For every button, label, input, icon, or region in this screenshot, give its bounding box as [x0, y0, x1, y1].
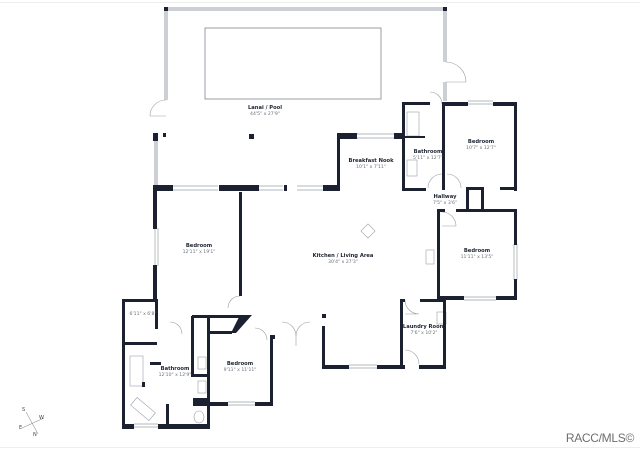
room-label-bedroom-e: Bedroom 11'11" x 13'5": [461, 248, 494, 261]
walls: [122, 7, 517, 429]
windows: [134, 100, 518, 428]
compass-s: S: [22, 407, 26, 413]
room-dimensions: 7'6" x 10'2": [410, 331, 438, 336]
room-dimensions: 5'11" x 12'7": [413, 156, 443, 161]
room-name: Breakfast Nook: [348, 158, 394, 164]
room-dimensions: 9'11" x 11'11": [223, 368, 257, 373]
room-label-hallway: Hallway 7'5" x 3'6": [433, 194, 457, 207]
room-dimensions: 12'10" x 12'9": [158, 373, 192, 378]
room-name: Laundry Room: [402, 324, 446, 330]
room-name: Bedroom: [467, 139, 495, 145]
room-name: Hallway: [433, 194, 457, 200]
room-label-bedroom-s: Bedroom 9'11" x 11'11": [224, 361, 257, 374]
compass-w: W: [39, 415, 44, 421]
room-dimensions: 10'7" x 12'7": [466, 146, 496, 151]
room-name: Bedroom: [226, 361, 254, 367]
room-label-bedroom-w: Bedroom 12'11" x 19'1": [183, 243, 216, 256]
door-swings: [149, 61, 467, 365]
room-label-kitchen-living: Kitchen / Living Area 30'4" x 27'3": [313, 253, 374, 266]
watermark: RACC/MLS©: [565, 431, 634, 445]
room-name: Bathroom: [413, 149, 443, 155]
room-label-bathroom-sw: Bathroom 12'10" x 12'9": [159, 366, 192, 379]
room-dimensions: 10'1" x 7'11": [356, 165, 386, 170]
room-label-bathroom-ne: Bathroom 5'11" x 12'7": [413, 149, 443, 162]
room-dimensions: 7'5" x 3'6": [432, 201, 458, 206]
room-name: Bedroom: [185, 243, 213, 249]
compass-e: E: [19, 425, 23, 431]
room-dimensions: 12'11" x 19'1": [182, 250, 216, 255]
room-name: Kitchen / Living Area: [312, 253, 374, 259]
room-name: Bathroom: [160, 366, 190, 372]
lanai-enclosure: [154, 7, 447, 186]
room-label-laundry: Laundry Room 7'6" x 10'2": [403, 324, 445, 337]
room-dimensions: 30'4" x 27'3": [328, 260, 358, 265]
room-dimensions: 11'11" x 13'5": [460, 255, 494, 260]
room-dimensions: 6'11" x 6'8": [129, 312, 157, 317]
top-border: [0, 2, 640, 3]
room-name: Bedroom: [463, 248, 491, 254]
bottom-border: [0, 447, 640, 448]
compass-n: N: [33, 432, 37, 438]
room-name: Lanai / Pool: [248, 105, 282, 111]
pool: [204, 27, 382, 100]
compass-icon: S W E N: [19, 407, 52, 440]
room-label-bedroom-ne: Bedroom 10'7" x 12'7": [466, 139, 496, 152]
room-label-breakfast-nook: Breakfast Nook 10'1" x 7'11": [348, 158, 393, 171]
room-label-lanai-pool: Lanai / Pool 44'5" x 27'9": [248, 105, 282, 118]
room-dimensions: 44'5" x 27'9": [250, 112, 280, 117]
room-label-closet: 6'11" x 6'8": [129, 312, 156, 318]
